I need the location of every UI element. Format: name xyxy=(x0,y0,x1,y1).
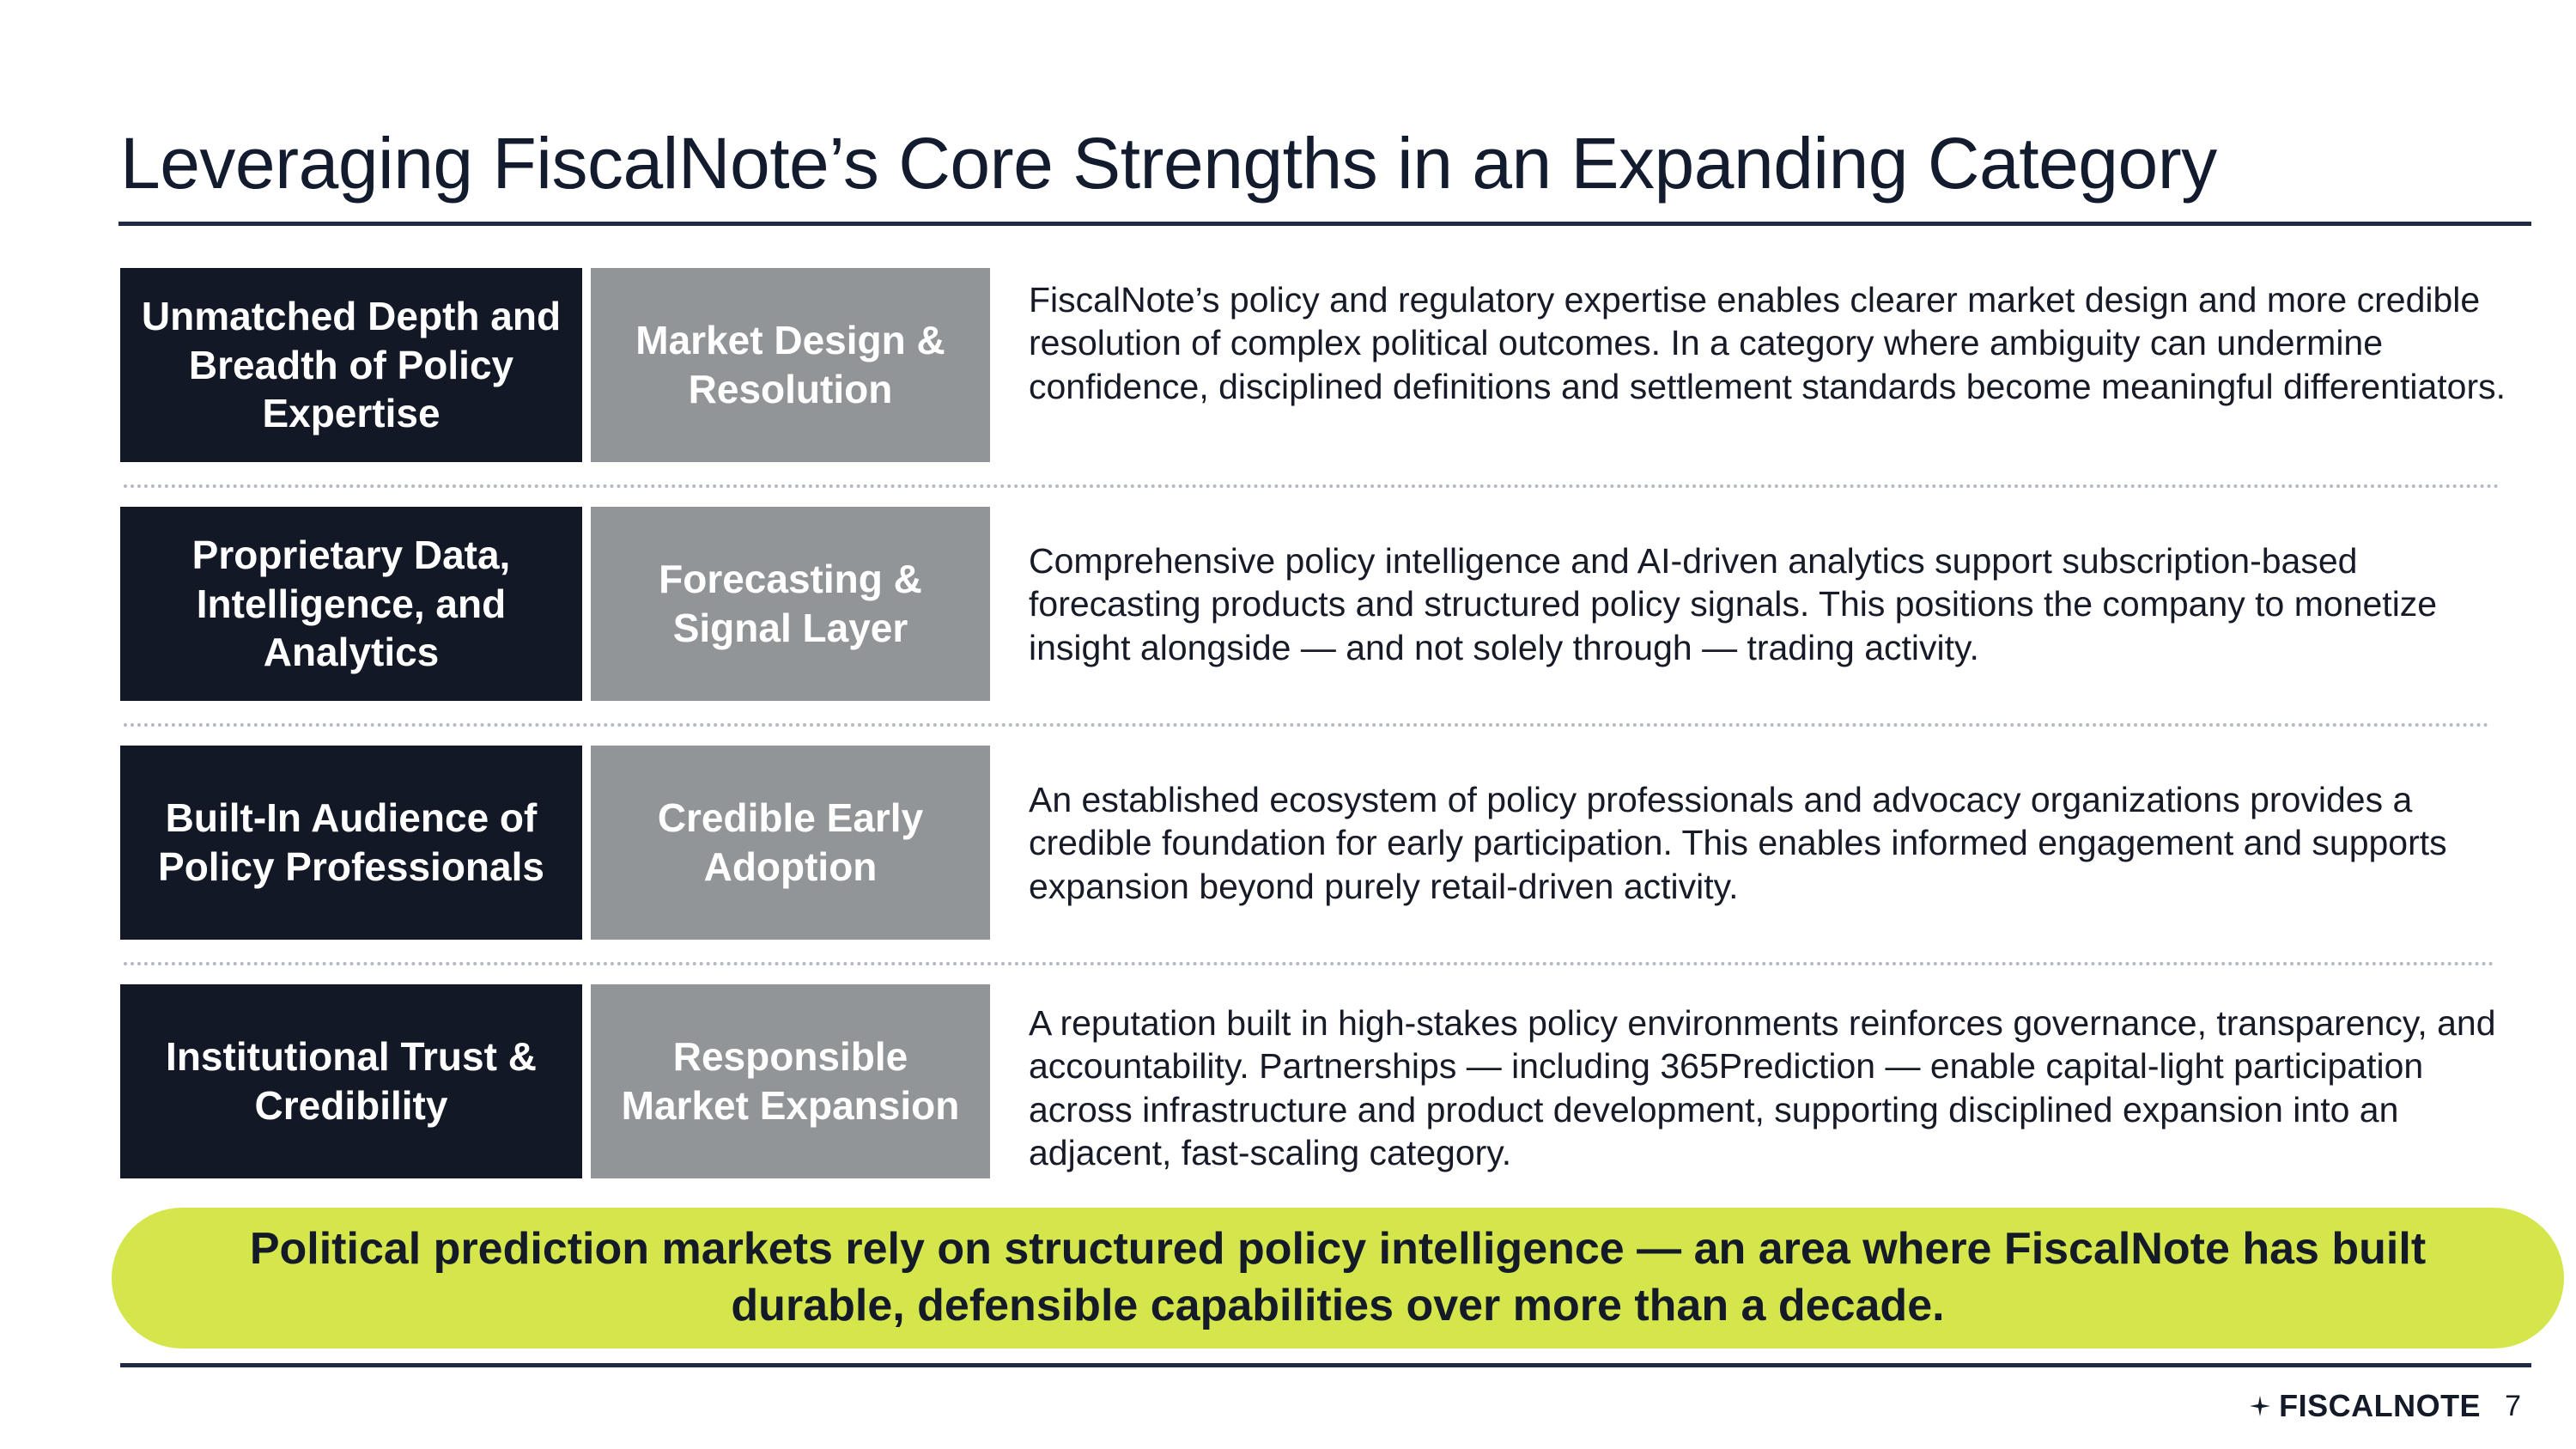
strength-box: Built-In Audience of Policy Professional… xyxy=(120,746,582,940)
fiscalnote-star-icon xyxy=(2250,1396,2271,1416)
strength-row: Institutional Trust & Credibility Respon… xyxy=(120,984,2507,1178)
strength-box: Unmatched Depth and Breadth of Policy Ex… xyxy=(120,268,582,462)
callout-text: Political prediction markets rely on str… xyxy=(249,1224,2427,1330)
fiscalnote-logo: FISCALNOTE xyxy=(2248,1388,2481,1424)
strength-row: Proprietary Data, Intelligence, and Anal… xyxy=(120,507,2507,701)
capability-box: Market Design & Resolution xyxy=(591,268,990,462)
title-divider xyxy=(118,222,2531,226)
capability-box: Responsible Market Expansion xyxy=(591,984,990,1178)
row-description: An established ecosystem of policy profe… xyxy=(1029,780,2447,906)
strength-row: Unmatched Depth and Breadth of Policy Ex… xyxy=(120,268,2507,462)
strength-box: Institutional Trust & Credibility xyxy=(120,984,582,1178)
capability-box: Forecasting & Signal Layer xyxy=(591,507,990,701)
footer: FISCALNOTE 7 xyxy=(2248,1388,2521,1424)
row-description: Comprehensive policy intelligence and AI… xyxy=(1029,541,2438,667)
row-divider xyxy=(124,723,2490,727)
row-divider xyxy=(124,962,2495,965)
row-divider xyxy=(124,484,2500,488)
strength-box: Proprietary Data, Intelligence, and Anal… xyxy=(120,507,582,701)
row-description: A reputation built in high-stakes policy… xyxy=(1029,1003,2496,1173)
strength-row: Built-In Audience of Policy Professional… xyxy=(120,746,2507,940)
capability-box: Credible Early Adoption xyxy=(591,746,990,940)
footer-divider xyxy=(120,1363,2531,1367)
logo-text: FISCALNOTE xyxy=(2279,1388,2482,1423)
key-takeaway-callout: Political prediction markets rely on str… xyxy=(112,1208,2564,1349)
row-description: FiscalNote’s policy and regulatory exper… xyxy=(1029,280,2506,406)
page-title: Leveraging FiscalNote’s Core Strengths i… xyxy=(120,123,2217,204)
page-number: 7 xyxy=(2505,1389,2521,1422)
